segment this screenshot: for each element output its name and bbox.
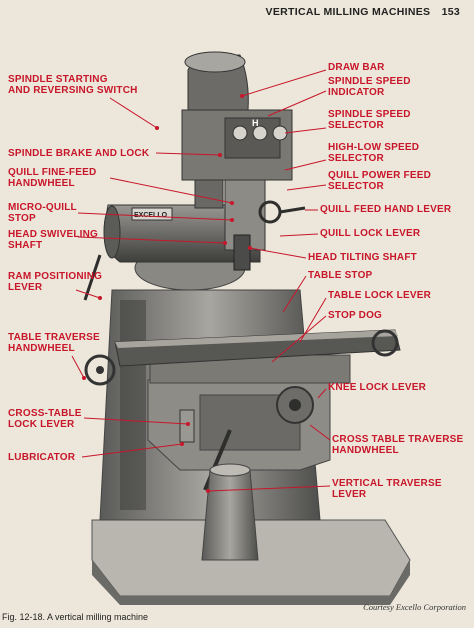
leader-lines (71, 69, 331, 492)
figure-caption: Fig. 12-18. A vertical milling machine (2, 612, 149, 622)
svg-text:H: H (252, 118, 259, 128)
label-knee-lock-lever: KNEE LOCK LEVER (328, 382, 427, 393)
label-table-lock-lever: TABLE LOCK LEVER (328, 290, 432, 301)
label-head-tilting-shaft: HEAD TILTING SHAFT (308, 252, 417, 263)
spindle (233, 234, 251, 271)
label-quill-lock-lever: QUILL LOCK LEVER (320, 228, 421, 239)
label-spindle-brake-and-lock: SPINDLE BRAKE AND LOCK (8, 148, 150, 159)
page-number: 153 (441, 6, 460, 18)
label-quill-feed-hand-lever: QUILL FEED HAND LEVER (320, 204, 452, 215)
label-lubricator: LUBRICATOR (8, 452, 76, 463)
label-stop-dog: STOP DOG (328, 310, 383, 321)
nameplate: EXCELLO (134, 212, 168, 219)
image-credit: Courtesy Excello Corporation (363, 602, 466, 612)
label-table-stop: TABLE STOP (308, 270, 373, 281)
label-draw-bar: DRAW BAR (328, 62, 385, 73)
page-header: VERTICAL MILLING MACHINES 153 (266, 6, 460, 18)
header-title: VERTICAL MILLING MACHINES (265, 6, 431, 18)
